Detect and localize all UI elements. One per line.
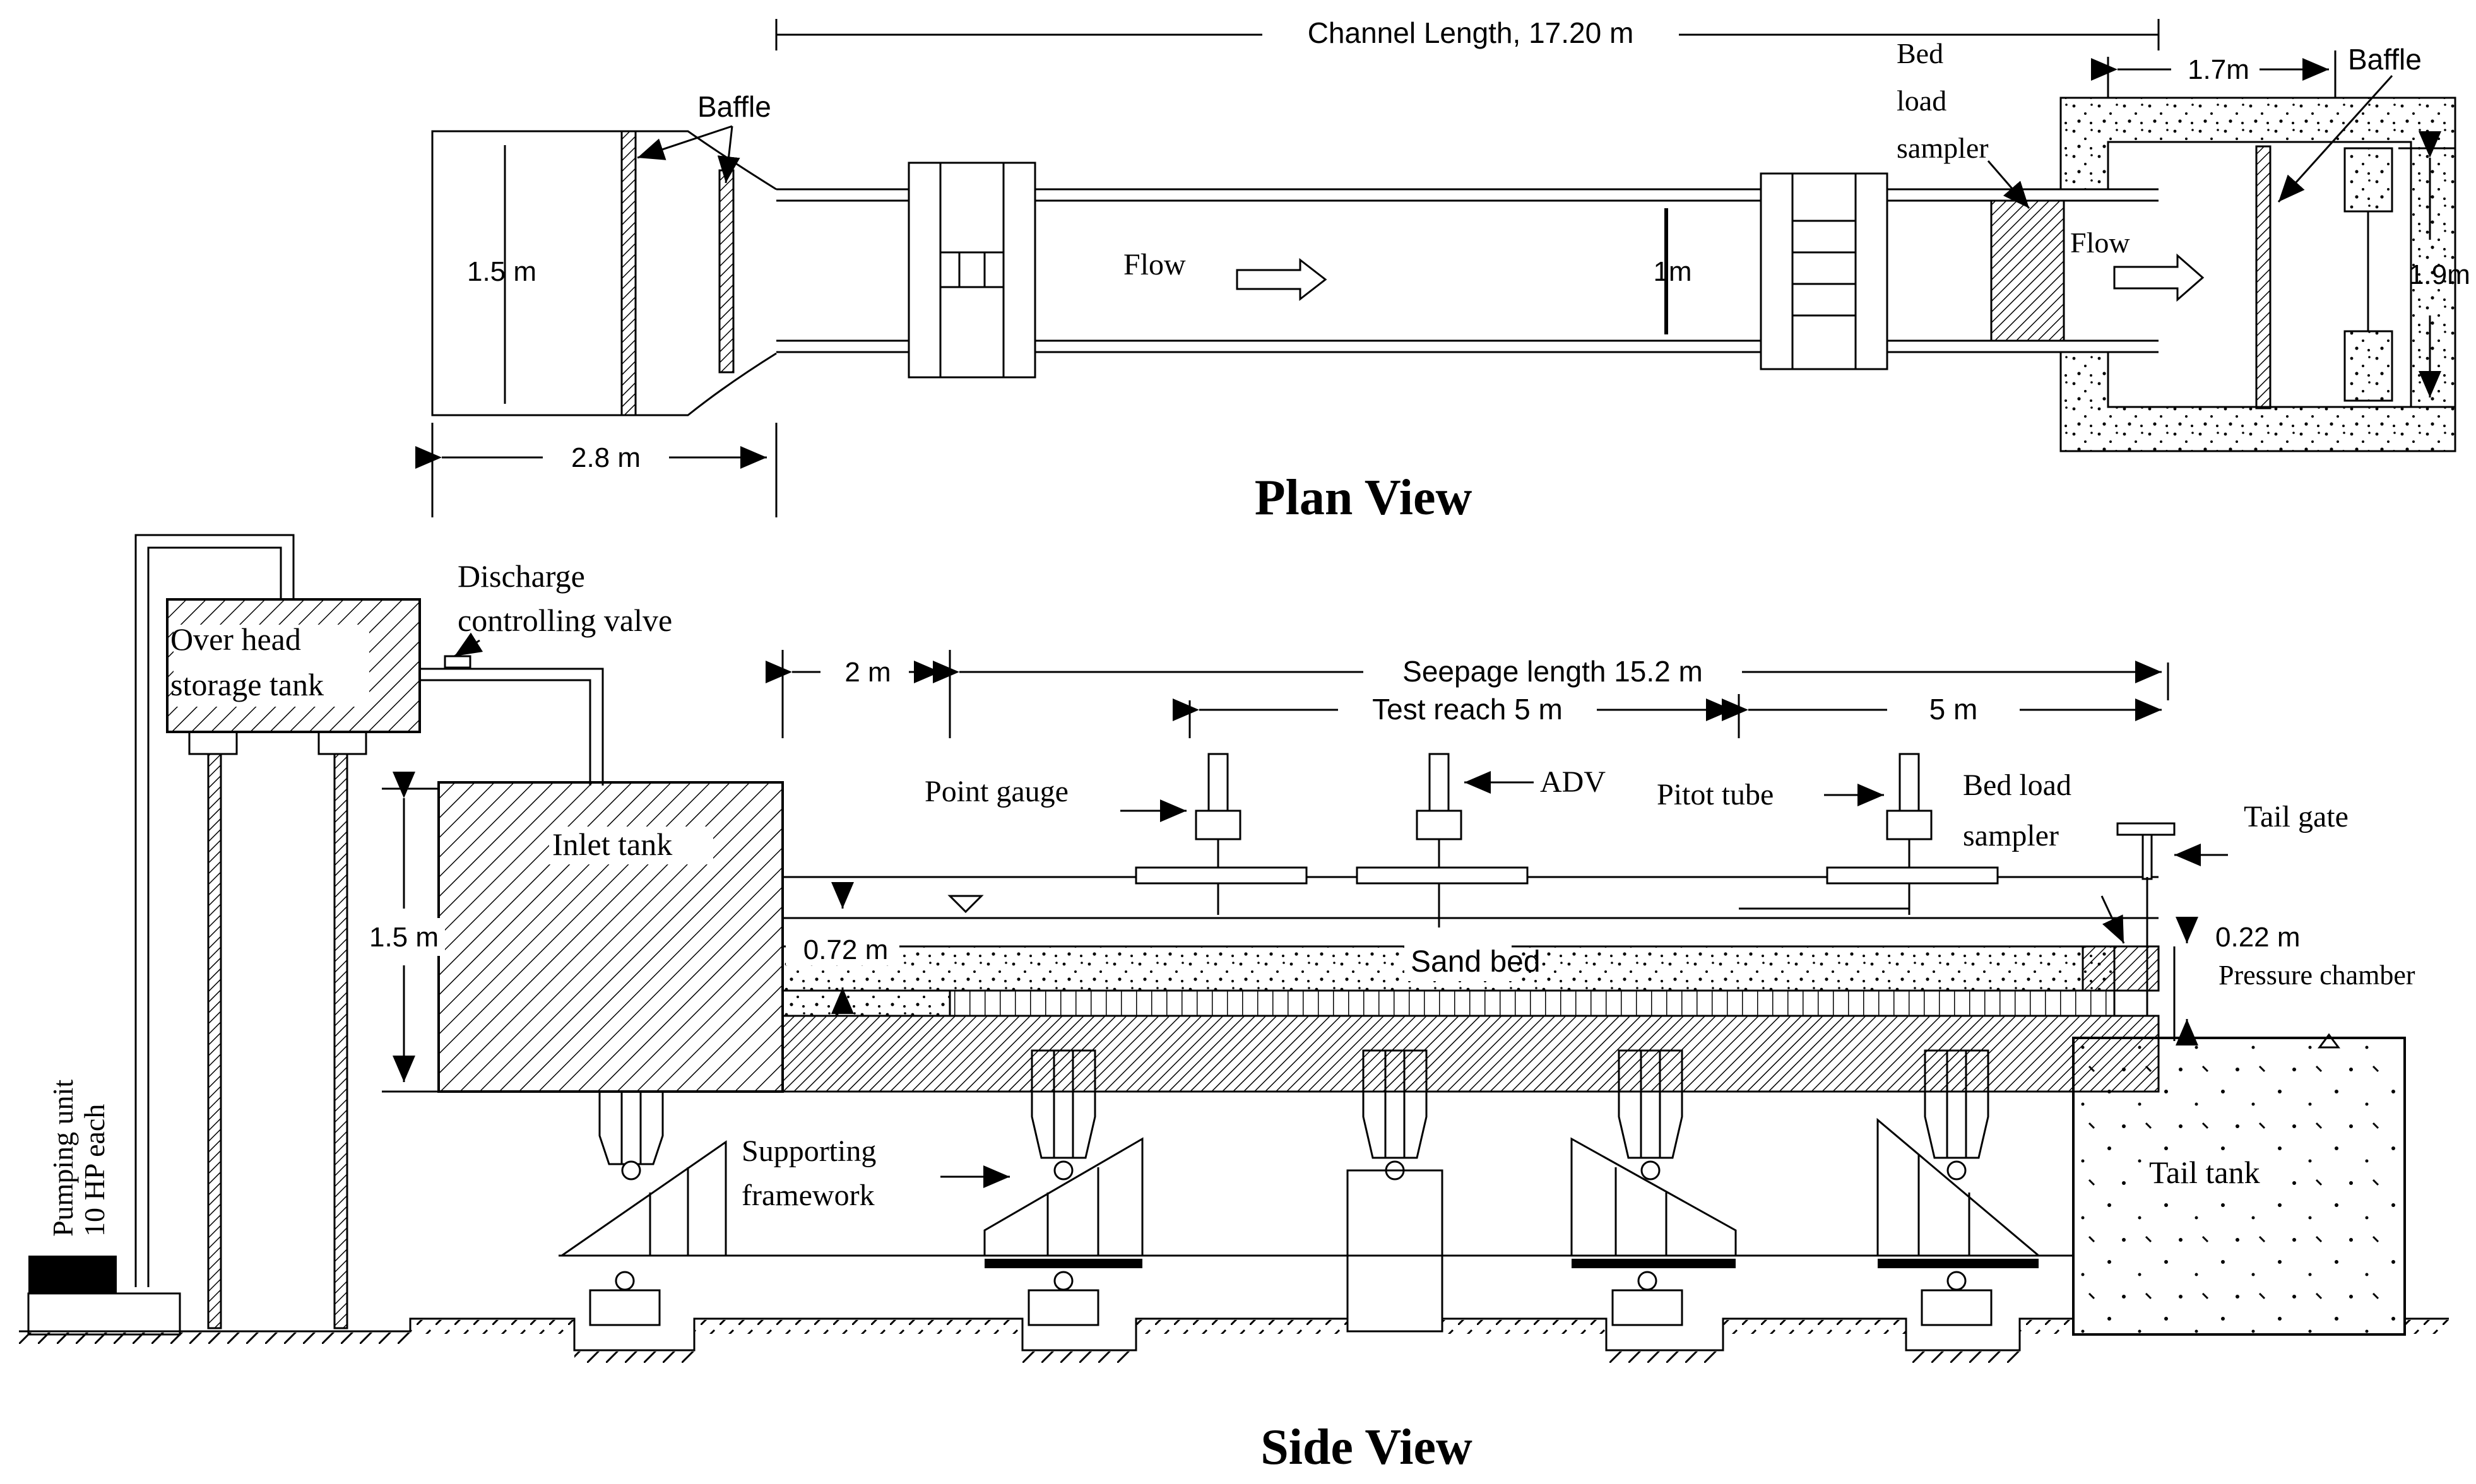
adv-label: ADV bbox=[1540, 765, 1606, 799]
pump-label-2: 10 HP each bbox=[78, 1104, 110, 1237]
pipe-outer bbox=[134, 534, 295, 1287]
seg-5m-label: 5 m bbox=[1929, 693, 1978, 726]
tail-width-label: 1.9m bbox=[2408, 259, 2470, 290]
inlet-width-label: 1.5 m bbox=[467, 256, 536, 287]
supporting-label-1: Supporting bbox=[742, 1134, 876, 1168]
tank-leg-right bbox=[333, 753, 348, 1329]
pipe-inner bbox=[147, 546, 282, 1287]
water-surface-symbol bbox=[947, 895, 984, 914]
support-4 bbox=[1570, 1049, 1737, 1326]
side-view-title: Side View bbox=[1260, 1420, 1472, 1475]
height-022-label: 0.22 m bbox=[2215, 922, 2301, 953]
side-bedload-label-2: sampler bbox=[1963, 819, 2059, 852]
bed-label-1: Bed bbox=[1897, 37, 1943, 69]
pitot-label: Pitot tube bbox=[1657, 778, 1774, 811]
pressure-chamber-body bbox=[781, 1015, 2160, 1093]
channel-width-label: 1m bbox=[1653, 256, 1691, 287]
plan-tail-box bbox=[2059, 97, 2456, 452]
test-reach-label: Test reach 5 m bbox=[1372, 693, 1563, 726]
supporting-label-2: framework bbox=[742, 1179, 875, 1212]
baffle-left-1 bbox=[620, 130, 637, 416]
seepage-grid bbox=[949, 989, 2116, 1017]
adv-instrument bbox=[1356, 753, 1529, 928]
bed-label-3: sampler bbox=[1897, 132, 1989, 164]
channel-length-label: Channel Length, 17.20 m bbox=[1308, 16, 1634, 49]
plan-flow-label-2: Flow bbox=[2070, 227, 2130, 259]
flow-arrow-1 bbox=[1236, 257, 1327, 302]
point-gauge-label: Point gauge bbox=[925, 775, 1069, 808]
baffle-right bbox=[2255, 145, 2272, 409]
tail-tank-label: Tail tank bbox=[2149, 1155, 2260, 1190]
side-bedload-sampler bbox=[2082, 945, 2160, 992]
height-15-label: 1.5 m bbox=[369, 922, 439, 953]
support-1 bbox=[559, 1090, 727, 1326]
sand-bed-label: Sand bed bbox=[1411, 945, 1541, 979]
plan-view: Channel Length, 17.20 m 1.5 m Baffle 2.8… bbox=[415, 16, 2470, 526]
support-2 bbox=[983, 1049, 1144, 1326]
support-5 bbox=[1876, 1049, 2042, 1326]
inlet-tank-label: Inlet tank bbox=[552, 827, 672, 862]
plan-view-title: Plan View bbox=[1255, 470, 1472, 526]
discharge-label-1: Discharge bbox=[458, 558, 585, 594]
plan-frame-1 bbox=[908, 162, 1036, 379]
plan-flow-label-1: Flow bbox=[1123, 248, 1186, 281]
pitot-instrument bbox=[1739, 753, 1999, 915]
tail-gate-wheel bbox=[2116, 822, 2176, 836]
seepage-label: Seepage length 15.2 m bbox=[1402, 655, 1703, 688]
plan-bedload-sampler bbox=[1990, 199, 2065, 342]
discharge-pipe-outer bbox=[420, 668, 604, 786]
discharge-pipe-inner bbox=[420, 679, 591, 786]
plan-transition-bottom bbox=[636, 352, 777, 416]
plan-transition-top bbox=[636, 130, 777, 191]
discharge-label-2: controlling valve bbox=[458, 603, 672, 638]
height-072-label: 0.72 m bbox=[803, 934, 889, 965]
side-view: Over head storage tank Discharge control… bbox=[19, 534, 2449, 1475]
tank-leg-left bbox=[207, 753, 222, 1329]
pump-label-1: Pumping unit bbox=[47, 1080, 79, 1237]
tail-gate-label: Tail gate bbox=[2244, 800, 2349, 833]
overhead-label-2: storage tank bbox=[170, 667, 324, 702]
pressure-chamber-label: Pressure chamber bbox=[2218, 960, 2415, 991]
baffle-right-label: Baffle bbox=[2348, 43, 2422, 76]
flow-arrow-2 bbox=[2113, 253, 2205, 302]
side-bedload-label-1: Bed load bbox=[1963, 768, 2071, 802]
plan-frame-2 bbox=[1760, 172, 1888, 370]
inlet-length-label: 2.8 m bbox=[571, 442, 641, 473]
tail-length-label: 1.7m bbox=[2188, 54, 2249, 85]
pump-motor bbox=[28, 1256, 117, 1293]
pump-base bbox=[27, 1292, 181, 1336]
discharge-valve bbox=[444, 655, 471, 669]
point-gauge-instrument bbox=[1135, 753, 1308, 915]
bed-label-2: load bbox=[1897, 85, 1946, 117]
baffle-left-2 bbox=[718, 169, 735, 374]
support-3 bbox=[1346, 1049, 1443, 1333]
overhead-label-1: Over head bbox=[170, 621, 301, 657]
seg-2m-label: 2 m bbox=[844, 657, 891, 688]
baffle-left-label: Baffle bbox=[697, 90, 771, 123]
